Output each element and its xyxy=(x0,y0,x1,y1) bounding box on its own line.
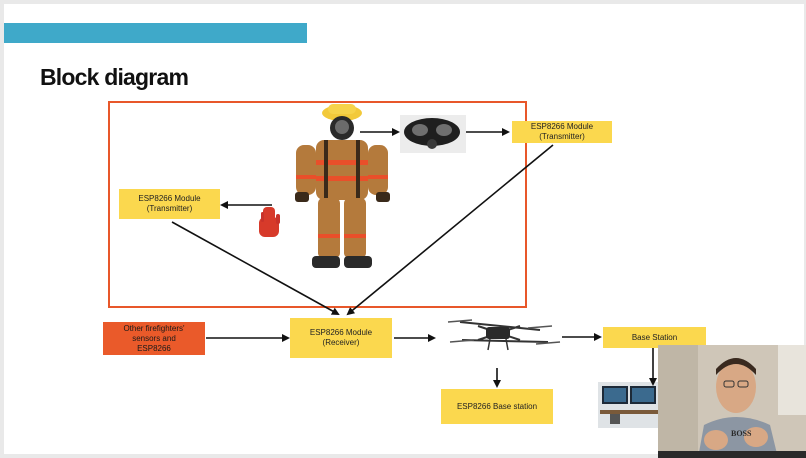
other-firefighters-box: Other firefighters' sensors and ESP8266 xyxy=(103,322,205,355)
base-station-label: Base Station xyxy=(631,332,678,342)
transmitter-top-label: ESP8266 Module (Transmitter) xyxy=(530,122,594,141)
firefighter-frame xyxy=(108,101,527,308)
transmitter-top-box: ESP8266 Module (Transmitter) xyxy=(512,121,612,143)
receiver-label: ESP8266 Module (Receiver) xyxy=(309,328,373,347)
transmitter-left-label: ESP8266 Module (Transmitter) xyxy=(138,194,201,213)
transmitter-left-box: ESP8266 Module (Transmitter) xyxy=(119,189,220,219)
other-firefighters-label: Other firefighters' sensors and ESP8266 xyxy=(123,323,185,353)
slide-title: Block diagram xyxy=(40,64,189,90)
shirt-logo: BOSS xyxy=(731,429,752,438)
esp-base-station-label: ESP8266 Base station xyxy=(456,401,538,411)
presenter-video xyxy=(658,345,806,458)
esp-base-station-box: ESP8266 Base station xyxy=(441,389,553,424)
receiver-box: ESP8266 Module (Receiver) xyxy=(290,318,392,358)
arrow-top-transmitter-to-receiver xyxy=(346,144,554,316)
base-station-box: Base Station xyxy=(603,327,706,348)
title-accent-bar xyxy=(4,23,307,43)
arrow-left-transmitter-to-receiver xyxy=(171,221,340,315)
webcam-overlay: BOSS xyxy=(658,345,806,458)
